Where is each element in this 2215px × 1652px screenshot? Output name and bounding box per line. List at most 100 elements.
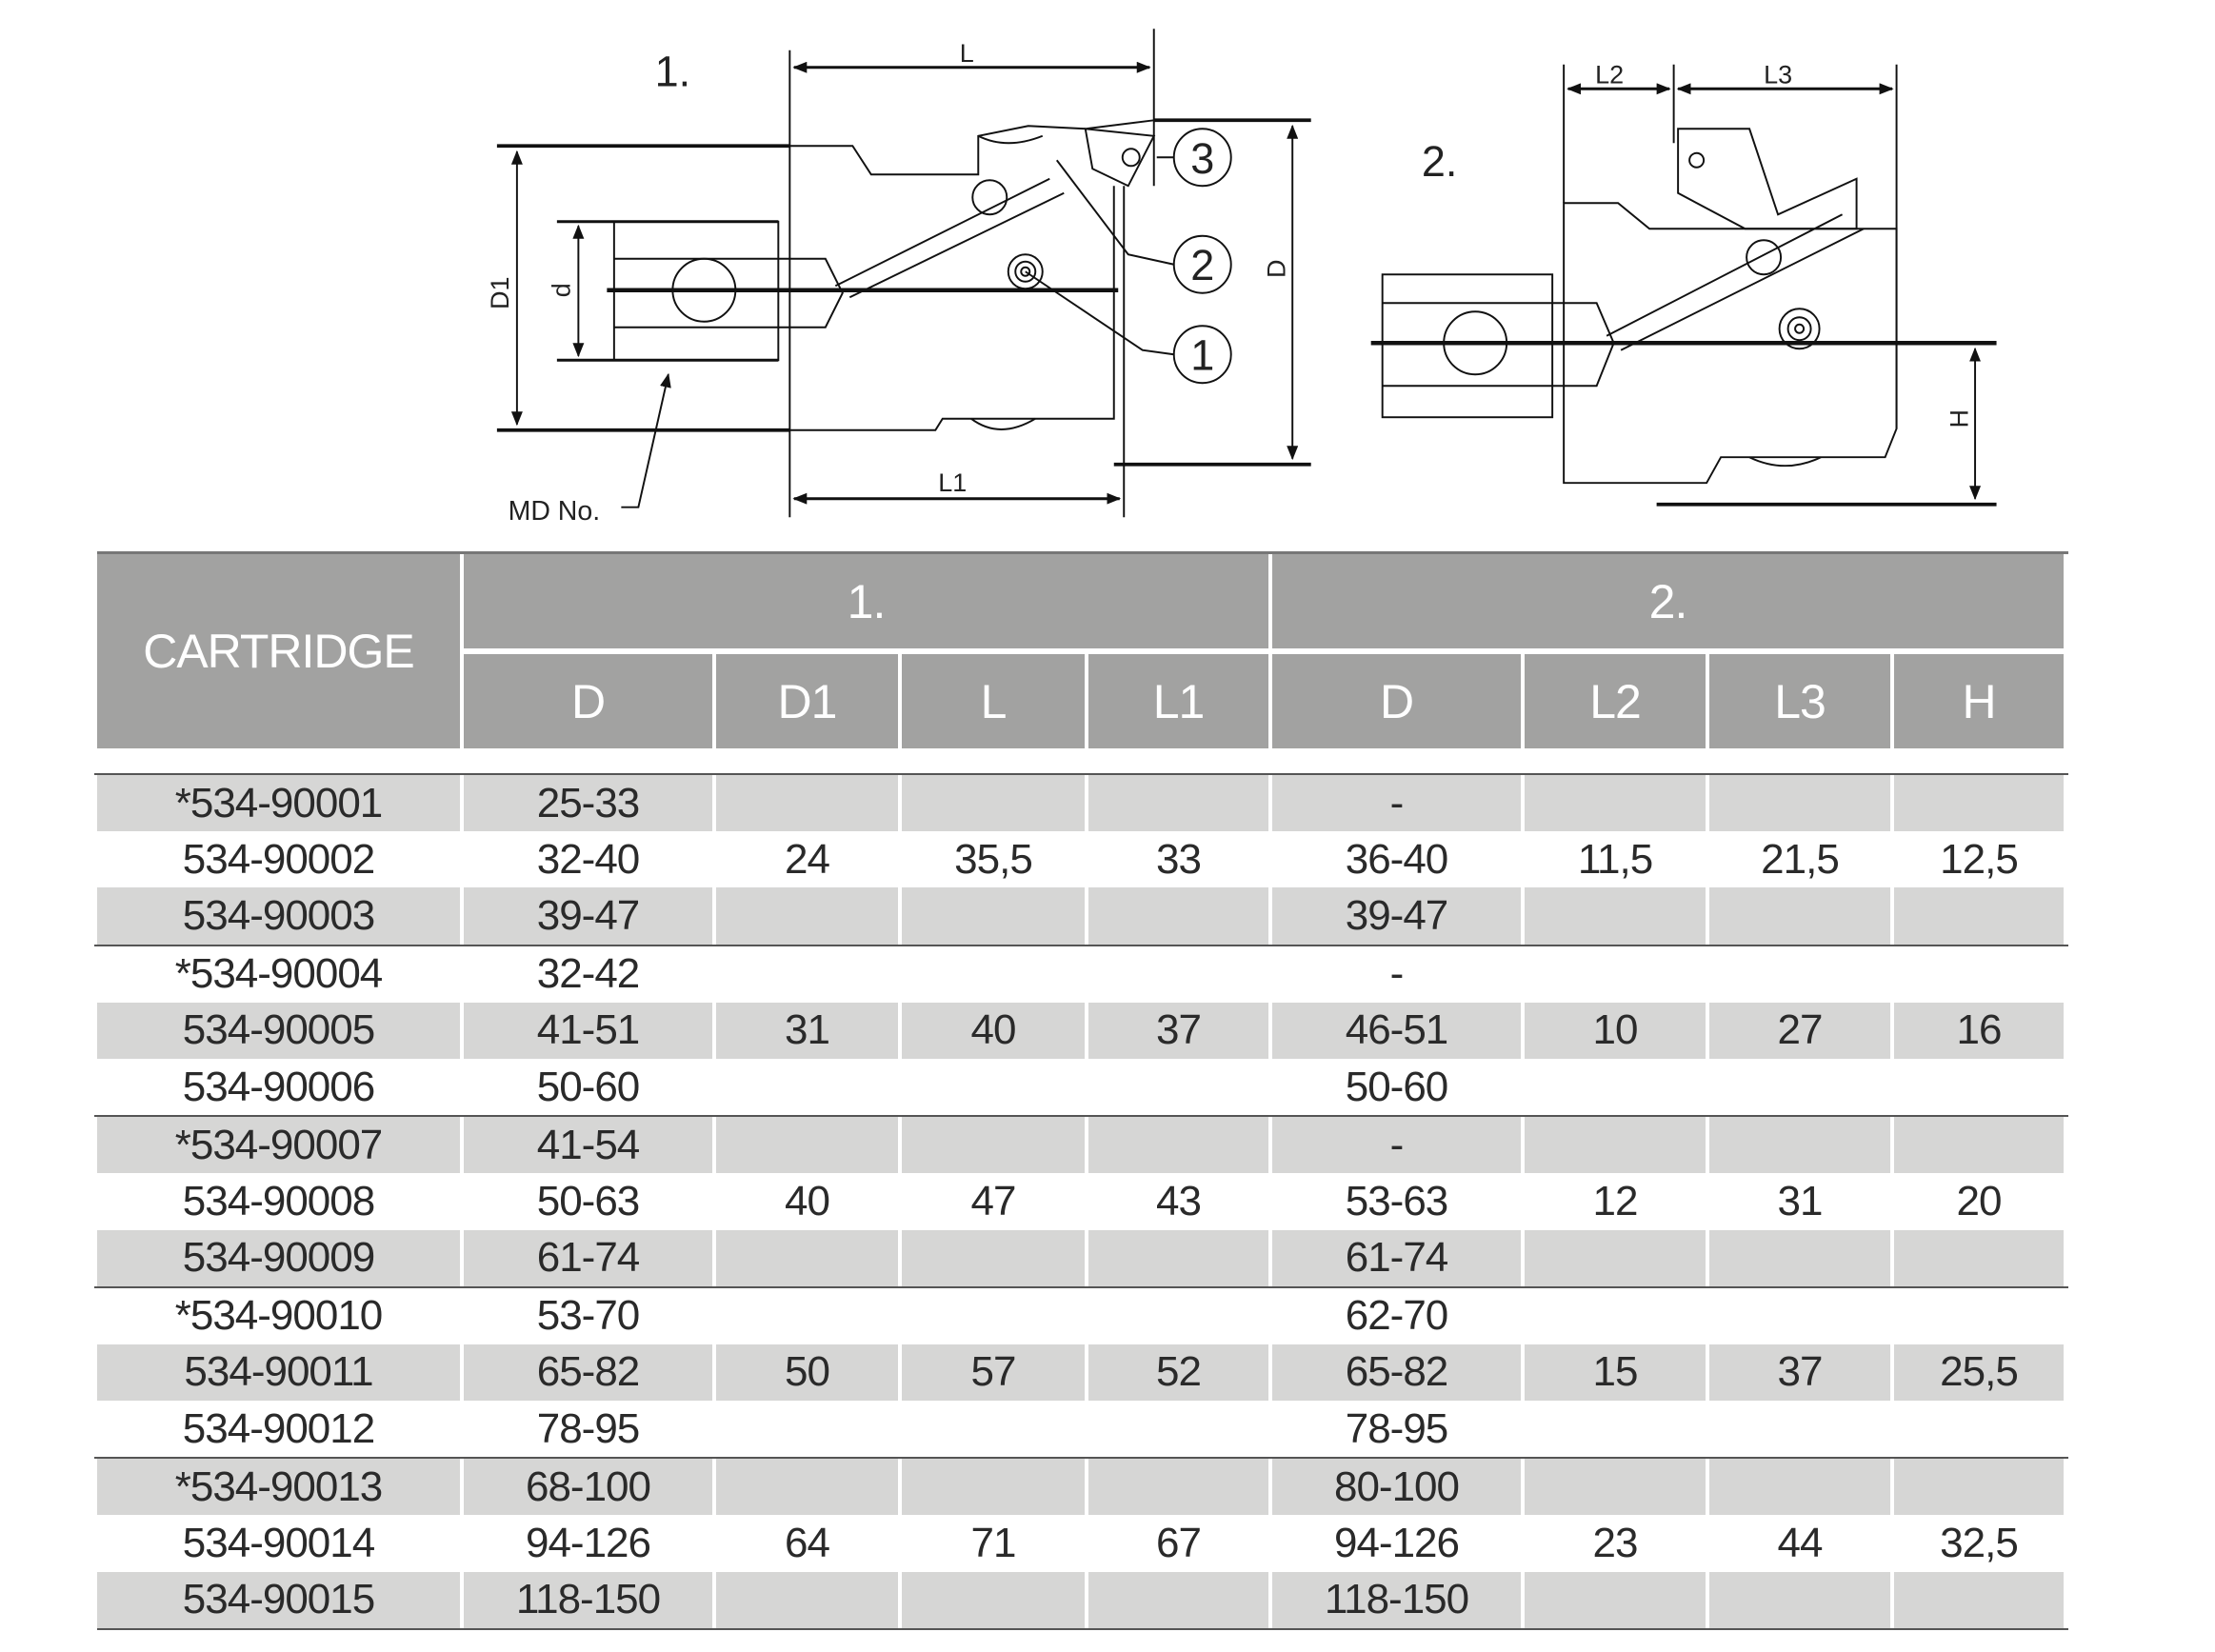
cell-D2: - xyxy=(1272,1117,1521,1174)
cell-L xyxy=(902,1571,1085,1628)
cell-L1 xyxy=(1088,946,1268,1003)
cell-L2 xyxy=(1525,887,1706,945)
cell-D1: 64 xyxy=(785,1520,830,1567)
cell-L1 xyxy=(1088,1229,1268,1286)
cell-L2 xyxy=(1525,1229,1706,1286)
dim-D-label: D xyxy=(1263,260,1291,279)
cell-L1 xyxy=(1088,1059,1268,1115)
cell-D1: 31 xyxy=(716,1002,898,1059)
cell-D: 53-70 xyxy=(536,1292,641,1340)
cell-cartridge: *534-90001 xyxy=(97,775,460,832)
cell-L3 xyxy=(1709,1117,1890,1174)
cell-L: 71 xyxy=(970,1520,1017,1567)
cell-D: 50-63 xyxy=(536,1177,641,1224)
cell-D: 65-82 xyxy=(464,1343,712,1402)
cell-cartridge: 534-90002 xyxy=(182,835,375,883)
cell-D1 xyxy=(716,1459,898,1516)
figure-1-label: 1. xyxy=(655,47,691,95)
cell-D1: 50 xyxy=(716,1343,898,1402)
cell-H xyxy=(1894,887,2064,945)
cell-L2 xyxy=(1525,1059,1706,1115)
cell-cartridge: *534-90007 xyxy=(97,1117,460,1174)
cell-L2: 23 xyxy=(1592,1520,1639,1567)
cell-H xyxy=(1894,1459,2064,1516)
cell-L3 xyxy=(1709,887,1890,945)
cell-L1: 33 xyxy=(1156,835,1202,883)
cell-cartridge: 534-90014 xyxy=(182,1520,375,1567)
cell-L: 47 xyxy=(970,1177,1017,1224)
cell-L xyxy=(902,1459,1085,1516)
cell-D2: 80-100 xyxy=(1272,1459,1521,1516)
cell-D: 32-42 xyxy=(536,950,641,998)
cell-cartridge: 534-90009 xyxy=(97,1229,460,1286)
cell-L2: 11,5 xyxy=(1577,835,1653,883)
header-group-2: 2. xyxy=(1272,554,2064,648)
cell-L xyxy=(902,1288,1085,1344)
cell-L2 xyxy=(1525,1571,1706,1628)
cell-L1 xyxy=(1088,1459,1268,1516)
cell-L2 xyxy=(1525,946,1706,1003)
cell-L xyxy=(902,1229,1085,1286)
cell-D: 39-47 xyxy=(464,887,712,945)
table-header: CARTRIDGE 1. 2. D D1 L L1 D L2 L3 H xyxy=(97,551,2068,748)
cell-D: 41-51 xyxy=(464,1002,712,1059)
drawing-labels: 1. 2. L L1 L2 L3 D1 d D H MD No. 3 2 1 xyxy=(486,39,1974,527)
header-group-1: 1. xyxy=(464,554,1268,648)
cell-L1 xyxy=(1088,1401,1268,1457)
dim-d-label: d xyxy=(547,283,575,297)
cell-L3 xyxy=(1709,775,1890,832)
cell-L: 35,5 xyxy=(954,835,1033,883)
cell-D2: 118-150 xyxy=(1272,1571,1521,1628)
header-col-D-2: D xyxy=(1272,654,1521,748)
cell-D1 xyxy=(716,775,898,832)
cartridge-drawing-1 xyxy=(496,29,1311,518)
cell-D: 118-150 xyxy=(464,1571,712,1628)
callout-3: 3 xyxy=(1190,134,1214,183)
cell-L3 xyxy=(1709,1459,1890,1516)
cell-L3: 27 xyxy=(1709,1002,1890,1059)
cell-L xyxy=(902,887,1085,945)
header-cartridge: CARTRIDGE xyxy=(97,554,460,748)
dim-L2-label: L2 xyxy=(1595,60,1624,89)
cell-cartridge: *534-90004 xyxy=(174,950,384,998)
cell-D2: 62-70 xyxy=(1345,1292,1449,1340)
cell-L2: 12 xyxy=(1592,1177,1639,1224)
cell-D2: - xyxy=(1272,775,1521,832)
cell-H: 32,5 xyxy=(1940,1520,2019,1567)
cell-H xyxy=(1894,946,2064,1003)
cell-H: 25,5 xyxy=(1894,1343,2064,1402)
cell-L1: 43 xyxy=(1156,1177,1202,1224)
header-col-L2: L2 xyxy=(1525,654,1706,748)
md-number-label: MD No. xyxy=(509,496,601,527)
cell-H xyxy=(1894,1229,2064,1286)
cell-cartridge: 534-90005 xyxy=(97,1002,460,1059)
header-col-L3: L3 xyxy=(1709,654,1890,748)
cell-D: 41-54 xyxy=(464,1117,712,1174)
figure-2-label: 2. xyxy=(1422,137,1458,186)
cell-L2: 10 xyxy=(1525,1002,1706,1059)
cell-L xyxy=(902,1059,1085,1115)
cell-H: 20 xyxy=(1956,1177,2003,1224)
cell-cartridge: 534-90012 xyxy=(182,1404,375,1452)
header-col-H: H xyxy=(1894,654,2064,748)
cell-L3: 37 xyxy=(1709,1343,1890,1402)
cell-cartridge: 534-90003 xyxy=(97,887,460,945)
header-col-D: D xyxy=(464,654,712,748)
cell-cartridge: 534-90015 xyxy=(97,1571,460,1628)
cell-L1 xyxy=(1088,1117,1268,1174)
cell-L1: 52 xyxy=(1088,1343,1268,1402)
cell-L3 xyxy=(1709,1229,1890,1286)
cell-L2 xyxy=(1525,1401,1706,1457)
